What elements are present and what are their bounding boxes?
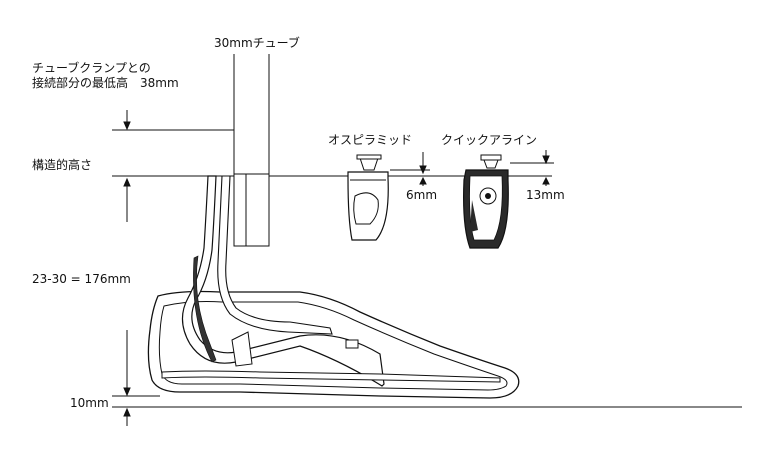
total-height-label: 23-30 = 176mm	[32, 272, 131, 286]
male-pyramid-adapter	[347, 154, 389, 241]
clamp-dim-arrows	[123, 110, 131, 222]
total-dim-arrows	[123, 330, 131, 426]
heel-wedge	[231, 331, 253, 367]
keel-blade	[181, 175, 385, 387]
osupira-label: オスピラミッド	[328, 133, 413, 147]
osupira-dim-label: 6mm	[406, 188, 438, 202]
strut-detail	[193, 255, 217, 363]
quick-label: クイックアライン	[441, 133, 538, 147]
mount-bolt	[345, 339, 359, 349]
quick-dim-label: 13mm	[526, 188, 565, 202]
tube-lower-block	[233, 173, 247, 247]
sole-plate	[161, 370, 501, 383]
quick-align-adapter	[463, 154, 509, 249]
heel-height-label: 10mm	[70, 396, 109, 410]
build-height-label: 構造的高さ	[32, 158, 93, 172]
heel-blade	[217, 175, 333, 335]
clamp-label-line1: チューブクランプとの	[32, 61, 151, 75]
quick-dim-arrows	[510, 150, 554, 186]
foot-shell-inner	[158, 301, 508, 391]
osupira-dim-arrows	[390, 152, 430, 186]
tube-label: 30mmチューブ	[214, 36, 300, 50]
clamp-label-line2: 接続部分の最低高 38mm	[32, 76, 179, 90]
